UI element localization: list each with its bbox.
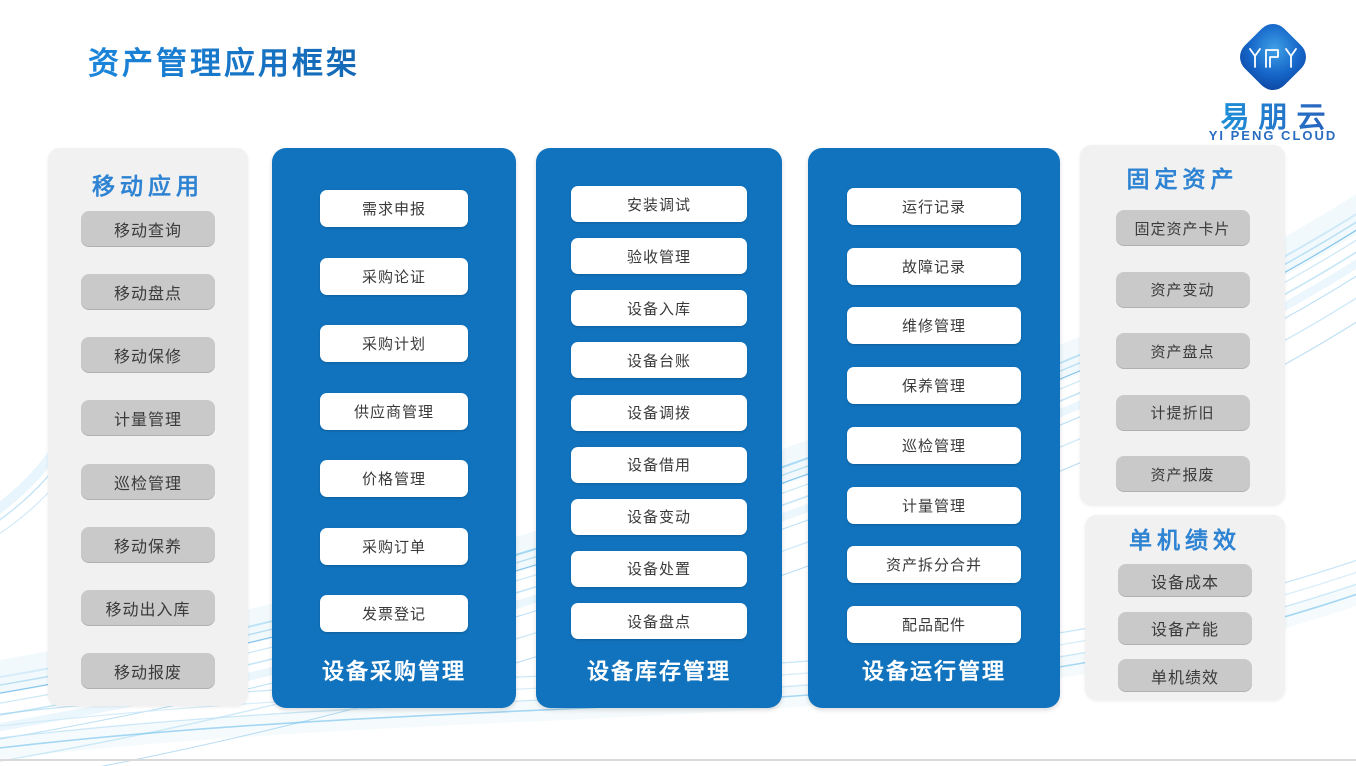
panel-operation-title: 设备运行管理 (861, 659, 1006, 684)
inventory-module-box: 设备调拨 (571, 394, 747, 431)
procurement-module-box: 供应商管理 (320, 392, 468, 430)
panel-equipment-operation: 运行记录故障记录维修管理保养管理巡检管理计量管理资产拆分合并配品配件 设备运行管… (808, 148, 1060, 708)
mobile-module-box: 移动保修 (81, 337, 215, 374)
panel-inventory-title: 设备库存管理 (586, 659, 731, 684)
performance-module-box: 设备产能 (1118, 611, 1252, 645)
panel-equipment-procurement: 需求申报采购论证采购计划供应商管理价格管理采购订单发票登记 设备采购管理 (272, 148, 516, 708)
procurement-module-box: 采购论证 (320, 257, 468, 295)
inventory-module-box: 设备入库 (571, 290, 747, 327)
panel-equipment-inventory: 安装调试验收管理设备入库设备台账设备调拨设备借用设备变动设备处置设备盘点 设备库… (536, 148, 782, 708)
slide-bottom-divider (0, 759, 1356, 761)
logo-name-cn: 易朋云 (1198, 94, 1348, 136)
operation-module-box: 计量管理 (847, 486, 1021, 524)
fixed-asset-module-box: 资产变动 (1115, 271, 1250, 308)
panel-unit-performance-title: 单机绩效 (1129, 527, 1241, 553)
performance-module-box: 设备成本 (1118, 564, 1252, 597)
procurement-module-box: 发票登记 (320, 595, 468, 632)
fixed-asset-module-box: 资产报废 (1115, 456, 1250, 492)
logo-name-en: YI PENG CLOUD (1208, 128, 1338, 143)
inventory-module-box: 验收管理 (571, 238, 747, 275)
mobile-module-box: 计量管理 (81, 400, 215, 437)
operation-module-box: 运行记录 (847, 188, 1021, 225)
page-title: 资产管理应用框架 (88, 38, 360, 83)
procurement-module-box: 价格管理 (320, 460, 468, 497)
panel-fixed-assets-title: 固定资产 (1126, 166, 1239, 192)
company-logo: 易朋云 YI PENG CLOUD (1198, 10, 1348, 143)
procurement-module-box: 采购订单 (320, 527, 468, 565)
inventory-module-box: 安装调试 (571, 186, 747, 222)
inventory-module-box: 设备台账 (571, 342, 747, 379)
fixed-asset-module-box: 固定资产卡片 (1115, 210, 1250, 246)
panel-mobile-apps-title: 移动应用 (92, 173, 204, 199)
inventory-module-box: 设备处置 (571, 550, 747, 587)
mobile-module-box: 移动查询 (81, 211, 215, 247)
panel-procurement-items: 需求申报采购论证采购计划供应商管理价格管理采购订单发票登记 (320, 190, 468, 632)
panel-procurement-title: 设备采购管理 (321, 659, 466, 684)
performance-module-box: 单机绩效 (1118, 659, 1252, 692)
mobile-module-box: 移动保养 (81, 526, 215, 563)
operation-module-box: 巡检管理 (847, 426, 1021, 464)
panel-mobile-apps-items: 移动查询移动盘点移动保修计量管理巡检管理移动保养移动出入库移动报废 (81, 211, 215, 689)
panel-mobile-apps: 移动应用 移动查询移动盘点移动保修计量管理巡检管理移动保养移动出入库移动报废 (48, 148, 248, 706)
operation-module-box: 保养管理 (847, 367, 1021, 405)
logo-ypy-glyph-icon (1249, 48, 1297, 68)
inventory-module-box: 设备变动 (571, 498, 747, 535)
panel-inventory-items: 安装调试验收管理设备入库设备台账设备调拨设备借用设备变动设备处置设备盘点 (571, 186, 747, 639)
mobile-module-box: 移动盘点 (81, 274, 215, 311)
mobile-module-box: 移动报废 (81, 652, 215, 689)
panel-fixed-assets: 固定资产 固定资产卡片资产变动资产盘点计提折旧资产报废 (1080, 145, 1285, 505)
fixed-asset-module-box: 计提折旧 (1115, 394, 1250, 431)
mobile-module-box: 巡检管理 (81, 463, 215, 500)
procurement-module-box: 需求申报 (320, 190, 468, 227)
inventory-module-box: 设备盘点 (571, 603, 747, 639)
operation-module-box: 资产拆分合并 (847, 546, 1021, 584)
operation-module-box: 维修管理 (847, 307, 1021, 345)
fixed-asset-module-box: 资产盘点 (1115, 333, 1250, 369)
procurement-module-box: 采购计划 (320, 325, 468, 362)
operation-module-box: 故障记录 (847, 247, 1021, 285)
panel-unit-performance-items: 设备成本设备产能单机绩效 (1118, 564, 1252, 692)
logo-diamond-icon (1233, 17, 1313, 97)
inventory-module-box: 设备借用 (571, 446, 747, 483)
panel-unit-performance: 单机绩效 设备成本设备产能单机绩效 (1085, 515, 1285, 700)
panel-fixed-assets-items: 固定资产卡片资产变动资产盘点计提折旧资产报废 (1115, 210, 1250, 492)
mobile-module-box: 移动出入库 (81, 589, 215, 626)
panel-operation-items: 运行记录故障记录维修管理保养管理巡检管理计量管理资产拆分合并配品配件 (847, 188, 1021, 643)
operation-module-box: 配品配件 (847, 605, 1021, 643)
